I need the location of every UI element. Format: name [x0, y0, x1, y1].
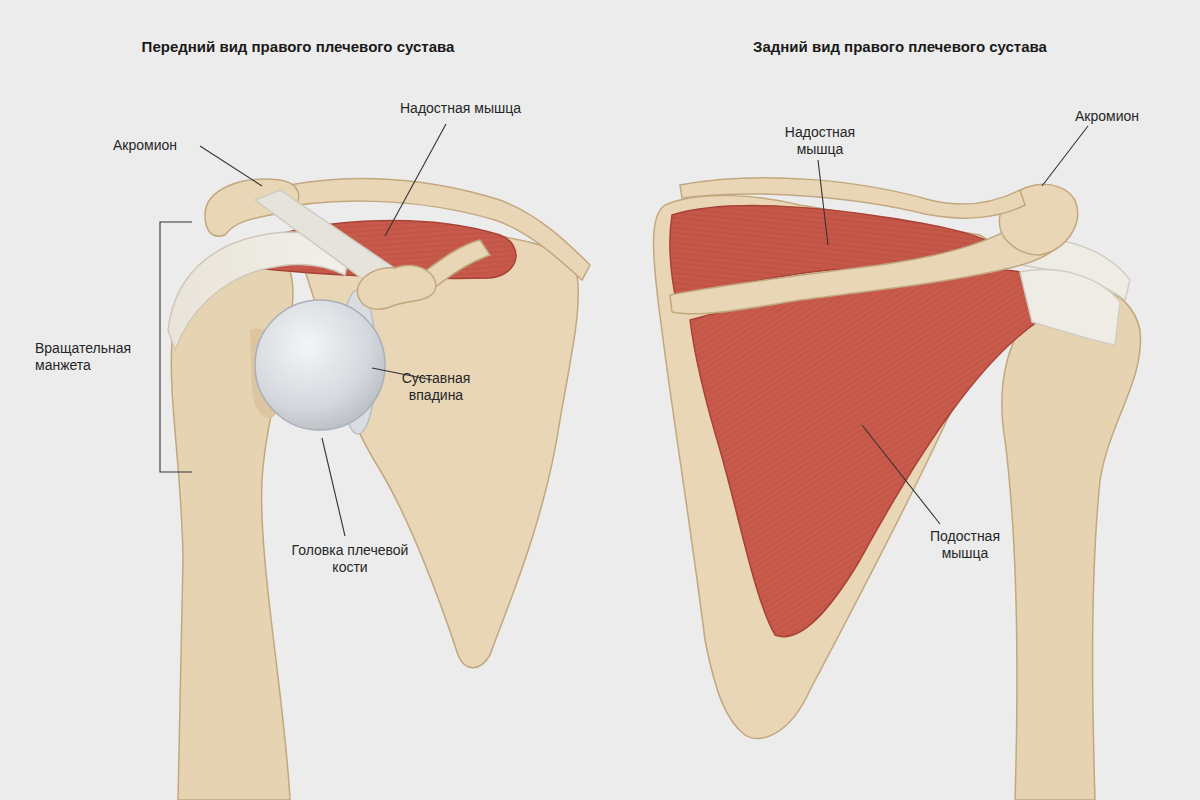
part-label: Акромион	[113, 137, 203, 154]
humerus	[1002, 288, 1141, 800]
back-view	[654, 178, 1141, 800]
leader-line	[200, 146, 262, 186]
view-heading: Передний вид правого плечевого сустава	[88, 38, 508, 55]
leader-line	[322, 438, 345, 536]
leader-line	[818, 160, 828, 245]
leader-line	[862, 425, 940, 524]
part-label: Головка плечевой кости	[291, 542, 409, 576]
infraspinatus-tendon	[1020, 270, 1120, 345]
humeral-head	[255, 300, 385, 430]
part-label: Надостная мышца	[770, 124, 870, 158]
group-label: Вращательная манжета	[35, 340, 153, 374]
part-label: Акромион	[1075, 108, 1175, 125]
coracoid	[357, 266, 435, 309]
part-label: Подостная мышца	[915, 528, 1015, 562]
view-heading: Задний вид правого плечевого сустава	[690, 38, 1110, 55]
bracket	[160, 222, 192, 472]
part-label: Надостная мышца	[400, 100, 560, 117]
scapula	[300, 224, 578, 668]
leader-lines	[160, 124, 1088, 536]
front-view	[168, 179, 590, 800]
leader-line	[1042, 126, 1088, 186]
infraspinatus	[690, 270, 1048, 637]
part-label: Суставная впадина	[386, 370, 486, 404]
leader-line	[385, 124, 446, 236]
clavicle	[680, 178, 1025, 218]
